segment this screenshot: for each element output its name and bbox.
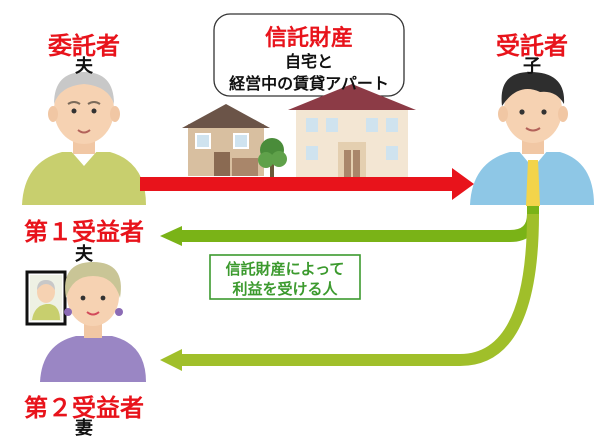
trust-property-box <box>213 13 405 97</box>
trustee-role-label: 受託者 <box>496 32 568 60</box>
wife-illustration <box>40 262 146 382</box>
benefit-arrow-first <box>160 206 539 246</box>
settlor-husband-illustration <box>22 72 146 205</box>
trust-property-title: 信託財産 <box>264 26 353 51</box>
tree-illustration <box>258 138 287 178</box>
beneficiary-note-line2: 利益を受ける人 <box>232 280 338 298</box>
husband-portrait-frame <box>25 270 67 326</box>
beneficiary1-person-label: 夫 <box>75 244 93 265</box>
trustee-person-label: 子 <box>523 56 541 77</box>
transfer-arrow <box>140 168 474 200</box>
beneficiary2-person-label: 妻 <box>75 418 93 439</box>
beneficiary-note-box <box>209 254 361 300</box>
beneficiary1-role-label: 第１受益者 <box>24 218 144 246</box>
trust-property-line1: 自宅と <box>284 52 333 71</box>
house-illustration <box>182 104 270 176</box>
benefit-arrow-second <box>160 213 539 371</box>
trustee-child-illustration <box>470 72 594 206</box>
settlor-person-label: 夫 <box>75 56 93 77</box>
beneficiary-note-line1: 信託財産によって <box>225 260 345 278</box>
settlor-role-label: 委託者 <box>48 32 120 60</box>
apartment-illustration <box>288 84 416 178</box>
trust-property-line2: 経営中の賃貸アパート <box>229 74 389 93</box>
beneficiary2-role-label: 第２受益者 <box>24 394 144 422</box>
